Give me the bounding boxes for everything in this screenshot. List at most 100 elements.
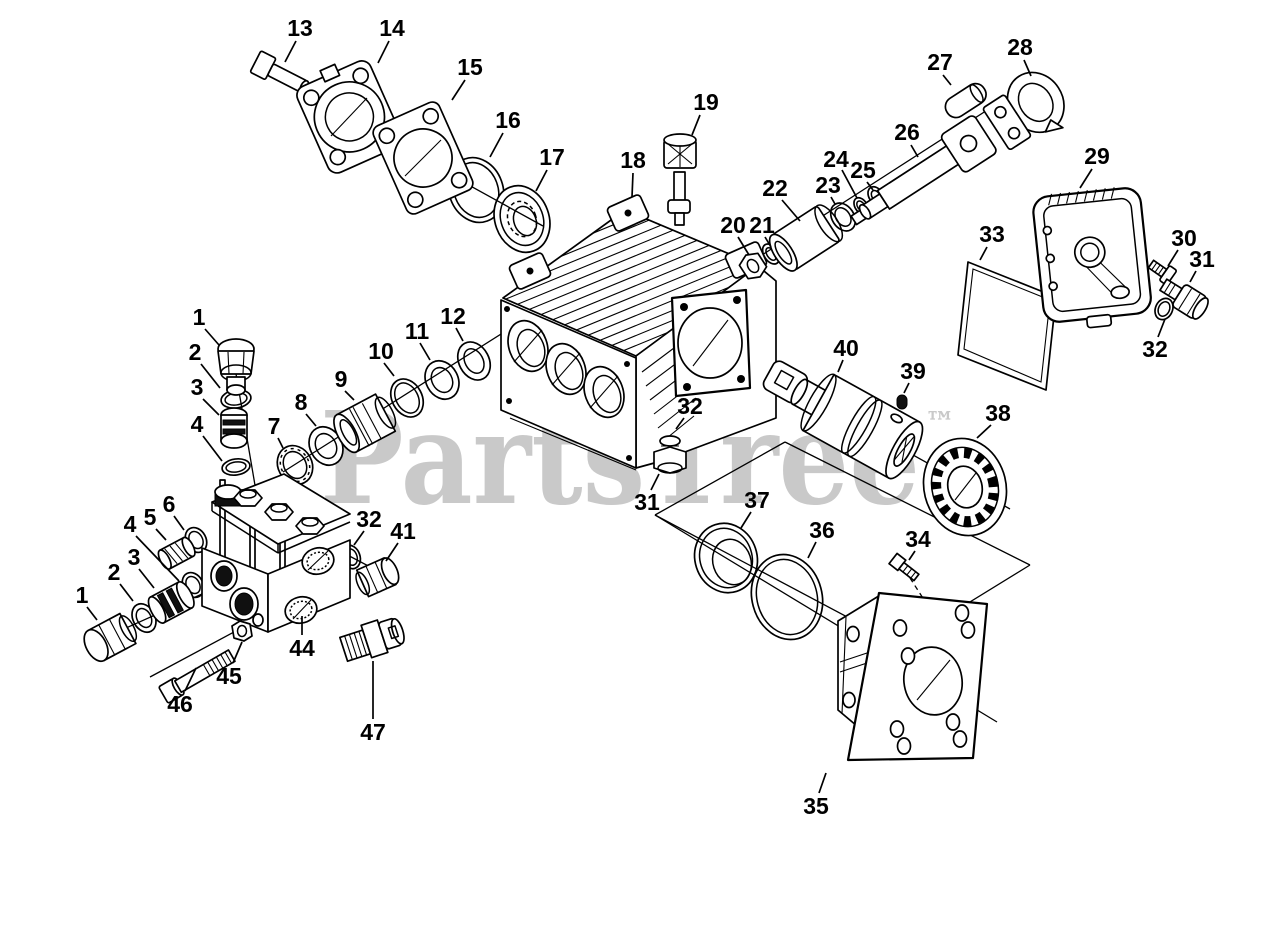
part-31-fitting-right — [1159, 278, 1209, 320]
callout-2: 2 — [108, 559, 121, 585]
leader-line-21 — [764, 236, 772, 248]
leader-line-25 — [866, 181, 874, 191]
leader-line-10 — [383, 362, 395, 377]
part-19-valve — [663, 133, 697, 226]
callout-32: 32 — [677, 393, 703, 419]
leader-line-4 — [202, 435, 223, 462]
callout-7: 7 — [268, 413, 281, 439]
part-26-shaft — [850, 115, 997, 226]
leader-line-26 — [910, 144, 919, 158]
callout-22: 22 — [762, 175, 788, 201]
callout-15: 15 — [457, 54, 483, 80]
callout-37: 37 — [744, 487, 770, 513]
callout-17: 17 — [539, 144, 565, 170]
part-28-clamp — [982, 71, 1065, 151]
leader-line-15 — [451, 79, 466, 101]
callout-44: 44 — [289, 635, 315, 661]
callout-24: 24 — [823, 146, 849, 172]
callout-34: 34 — [905, 526, 931, 552]
leader-line-24 — [841, 169, 858, 199]
callout-31: 31 — [1189, 246, 1215, 272]
callout-27: 27 — [927, 49, 953, 75]
part-33-gasket — [957, 261, 1057, 391]
leader-line-39 — [903, 382, 910, 394]
callout-32: 32 — [356, 506, 382, 532]
leader-line-34 — [908, 550, 916, 561]
callout-6: 6 — [163, 491, 176, 517]
leader-line-37 — [740, 511, 752, 529]
circle-slashes — [330, 97, 442, 177]
leader-line-29 — [1079, 168, 1093, 189]
callout-3: 3 — [128, 544, 141, 570]
part-11-ring — [424, 359, 460, 401]
leader-line-2 — [119, 583, 134, 602]
callout-46: 46 — [167, 691, 193, 717]
leader-line-18 — [631, 172, 634, 198]
part-41-plug — [355, 557, 400, 598]
part-17-seal — [493, 184, 551, 254]
callout-29: 29 — [1084, 143, 1110, 169]
callout-4: 4 — [124, 511, 137, 537]
callout-19: 19 — [693, 89, 719, 115]
leader-line-20 — [737, 236, 750, 256]
leader-line-3 — [138, 568, 155, 589]
callout-20: 20 — [720, 212, 746, 238]
callout-1: 1 — [193, 304, 206, 330]
callout-10: 10 — [368, 338, 394, 364]
leader-line-32 — [1157, 318, 1166, 338]
callout-13: 13 — [287, 15, 313, 41]
callout-16: 16 — [495, 107, 521, 133]
leader-line-36 — [807, 541, 817, 559]
leader-line-27 — [942, 74, 952, 86]
callout-1: 1 — [76, 582, 89, 608]
leader-line-17 — [535, 169, 548, 192]
callout-14: 14 — [379, 15, 405, 41]
leader-line-45 — [232, 641, 243, 664]
callout-31: 31 — [634, 489, 660, 515]
leader-line-14 — [377, 40, 390, 64]
callout-30: 30 — [1171, 225, 1197, 251]
callout-26: 26 — [894, 119, 920, 145]
leader-line-32 — [675, 417, 685, 430]
part-22-cylinder — [768, 204, 844, 272]
leader-line-30 — [1167, 249, 1179, 267]
part-32-oring-right — [1154, 297, 1174, 321]
part-47-valve — [339, 617, 405, 663]
part-31-fitting-mid — [653, 435, 687, 474]
leader-line-46 — [184, 667, 197, 692]
part-34-screw — [888, 552, 920, 582]
part-45-nut — [231, 620, 253, 642]
leader-line-40 — [837, 359, 844, 373]
leader-line-19 — [691, 114, 701, 136]
callout-5: 5 — [144, 504, 157, 530]
callout-35: 35 — [803, 793, 829, 819]
callout-39: 39 — [900, 358, 926, 384]
part-1-plug — [217, 338, 255, 396]
leader-line-22 — [781, 199, 801, 222]
leader-line-12 — [455, 327, 464, 342]
callout-4: 4 — [191, 411, 204, 437]
callout-47: 47 — [360, 719, 386, 745]
leader-line-2 — [200, 363, 221, 389]
part-5-seat — [157, 536, 196, 570]
leader-line-31 — [1189, 270, 1197, 283]
leader-line-1 — [86, 606, 98, 621]
callout-38: 38 — [985, 400, 1011, 426]
part-1b-plug — [83, 612, 138, 663]
callout-36: 36 — [809, 517, 835, 543]
callout-25: 25 — [850, 157, 876, 183]
part-29-cover — [1032, 187, 1152, 329]
leader-line-9 — [344, 390, 355, 401]
part-40-camshaft — [762, 360, 924, 480]
callout-33: 33 — [979, 221, 1005, 247]
leader-line-28 — [1023, 59, 1032, 77]
bearing-slash — [954, 472, 977, 501]
leader-line-32 — [353, 530, 365, 546]
part-18-pump-body — [500, 194, 777, 471]
callout-21: 21 — [749, 212, 775, 238]
leader-line-33 — [979, 246, 988, 261]
callout-32: 32 — [1142, 336, 1168, 362]
callout-2: 2 — [189, 339, 202, 365]
